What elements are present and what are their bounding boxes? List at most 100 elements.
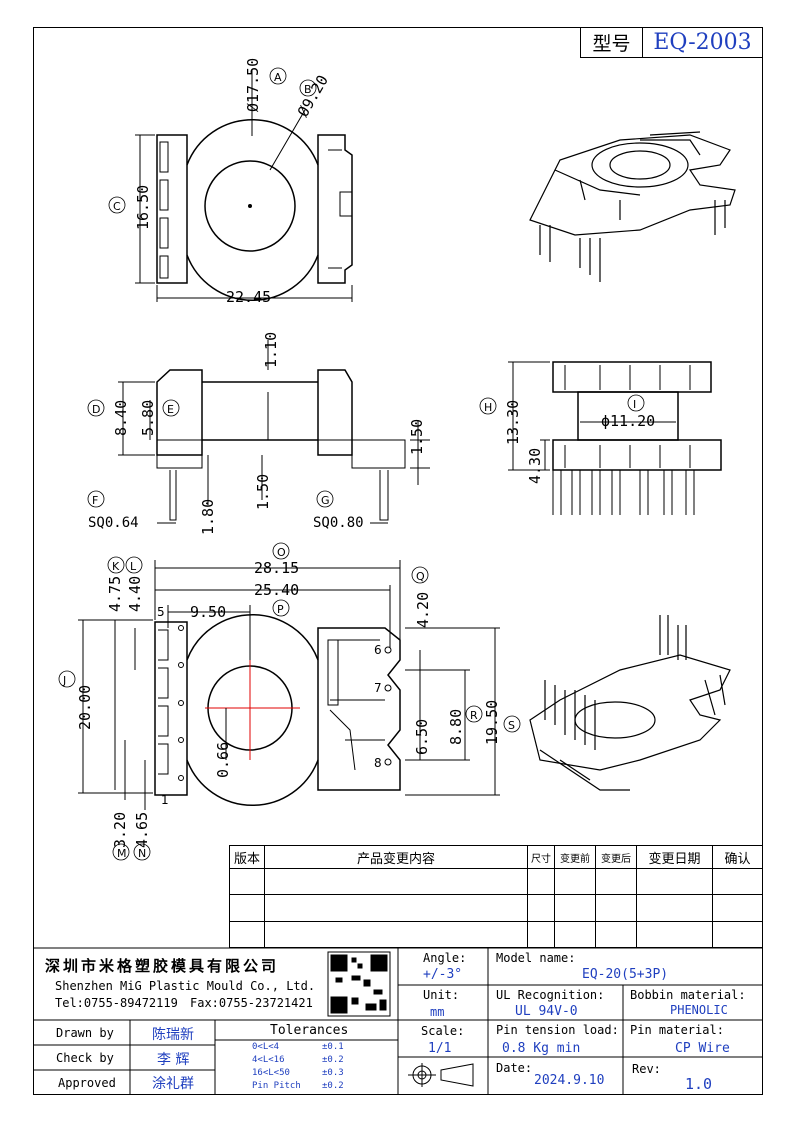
dim-950: 9.50 (190, 603, 226, 621)
circle-k: K (112, 560, 120, 573)
dim-2000: 20.00 (76, 685, 94, 730)
dim-066: 0.66 (214, 742, 232, 778)
tol-3-value: ±0.3 (322, 1068, 344, 1078)
side-view (118, 340, 430, 524)
tol-3-range: 16<L<50 (252, 1068, 290, 1078)
circle-j: J (62, 674, 66, 687)
dim-320: 3.20 (111, 812, 129, 848)
circle-i: I (633, 398, 636, 411)
dim-1330: 13.30 (504, 400, 522, 445)
company-fax: Fax:0755-23721421 (190, 996, 313, 1010)
model-name-label: Model name: (496, 951, 576, 965)
dim-650: 6.50 (413, 719, 431, 755)
dim-top-height: 16.50 (134, 185, 152, 230)
date-value: 2024.9.10 (534, 1073, 605, 1088)
ul-value: UL 94V-0 (515, 1004, 578, 1019)
tol-2-value: ±0.2 (322, 1055, 344, 1065)
circle-p: P (277, 603, 284, 616)
pin-8-label: 8 (374, 756, 382, 770)
circle-f: F (92, 494, 98, 507)
dim-110: 1.10 (262, 332, 280, 368)
rev-label: Rev: (632, 1062, 661, 1076)
pin-material-value: CP Wire (675, 1041, 730, 1056)
dim-top-width: 22.45 (226, 288, 271, 306)
circle-c: C (113, 200, 121, 213)
dim-430: 4.30 (526, 448, 544, 484)
tol-4-range: Pin Pitch (252, 1081, 301, 1091)
dim-1950: 19.50 (483, 700, 501, 745)
rev-value: 1.0 (685, 1075, 713, 1093)
dim-150-right: 1.50 (408, 419, 426, 455)
dim-840: 8.40 (112, 400, 130, 436)
tol-1-range: 0<L<4 (252, 1042, 280, 1052)
dim-580: 5.80 (139, 400, 157, 436)
dim-1120: ϕ11.20 (601, 412, 655, 430)
circle-h: H (484, 401, 492, 414)
scale-value: 1/1 (428, 1041, 452, 1056)
sq-right: SQ0.80 (313, 515, 364, 531)
tol-4-value: ±0.2 (322, 1081, 344, 1091)
date-label: Date: (496, 1061, 533, 1075)
circle-r: R (470, 709, 478, 722)
bobbin-label: Bobbin material: (630, 988, 746, 1002)
drawn-label: Drawn by (56, 1026, 114, 1040)
dim-440: 4.40 (126, 576, 144, 612)
sq-left: SQ0.64 (88, 515, 139, 531)
title-block-grid (33, 947, 763, 1095)
pin-7-label: 7 (374, 681, 382, 695)
model-box: 型号 EQ-2003 (580, 27, 763, 58)
unit-value: mm (430, 1005, 445, 1019)
col-content: 产品变更内容 (264, 845, 528, 869)
col-confirm: 确认 (712, 845, 763, 869)
pin-5-label: 5 (157, 605, 165, 619)
approved-label: Approved (58, 1076, 116, 1090)
model-name-value: EQ-20(5+3P) (582, 967, 669, 982)
model-value: EQ-2003 (653, 29, 752, 55)
scale-label: Scale: (421, 1024, 465, 1038)
ul-label: UL Recognition: (496, 988, 605, 1002)
drawn-value: 陈瑞新 (152, 1027, 194, 1043)
unit-label: Unit: (423, 988, 460, 1002)
dim-180: 1.80 (199, 499, 217, 535)
dim-2815: 28.15 (254, 559, 299, 577)
pin-6-label: 6 (374, 643, 382, 657)
circle-o: O (277, 546, 286, 559)
circle-q: Q (416, 570, 425, 583)
model-label: 型号 (581, 27, 643, 57)
circle-d: D (92, 403, 100, 416)
check-label: Check by (56, 1051, 114, 1065)
pin-1-label: 1 (161, 793, 169, 807)
angle-value: +/-3° (423, 967, 463, 982)
approved-value: 涂礼群 (152, 1076, 194, 1092)
col-after: 变更后 (595, 845, 637, 869)
pin-material-label: Pin material: (630, 1023, 724, 1037)
dim-475: 4.75 (106, 576, 124, 612)
company-cn: 深圳市米格塑胶模具有限公司 (45, 957, 280, 975)
company-tel: Tel:0755-89472119 (55, 996, 178, 1010)
dim-2540: 25.40 (254, 581, 299, 599)
tol-1-value: ±0.1 (322, 1042, 344, 1052)
circle-l: L (130, 560, 137, 573)
circle-a: A (274, 71, 282, 84)
col-before: 变更前 (554, 845, 596, 869)
dim-dia-outer: Ø17.50 (244, 58, 262, 112)
dim-465: 4.65 (133, 812, 151, 848)
circle-b: B (304, 83, 312, 96)
dim-880: 8.80 (447, 709, 465, 745)
circle-g: G (321, 494, 330, 507)
col-version: 版本 (229, 845, 265, 869)
circle-n: N (138, 847, 146, 860)
check-value: 李 辉 (157, 1052, 190, 1068)
tol-2-range: 4<L<16 (252, 1055, 285, 1065)
bottom-view (78, 560, 500, 810)
top-view (135, 70, 353, 302)
dim-dia-inner: Ø9.20 (294, 72, 332, 120)
circle-s: S (508, 719, 515, 732)
iso-view-top (529, 131, 736, 282)
revision-row (229, 920, 763, 949)
company-en: Shenzhen MiG Plastic Mould Co., Ltd. (55, 979, 316, 993)
revision-row (229, 894, 763, 922)
pin-tension-value: 0.8 Kg min (502, 1041, 581, 1056)
col-date: 变更日期 (636, 845, 713, 869)
